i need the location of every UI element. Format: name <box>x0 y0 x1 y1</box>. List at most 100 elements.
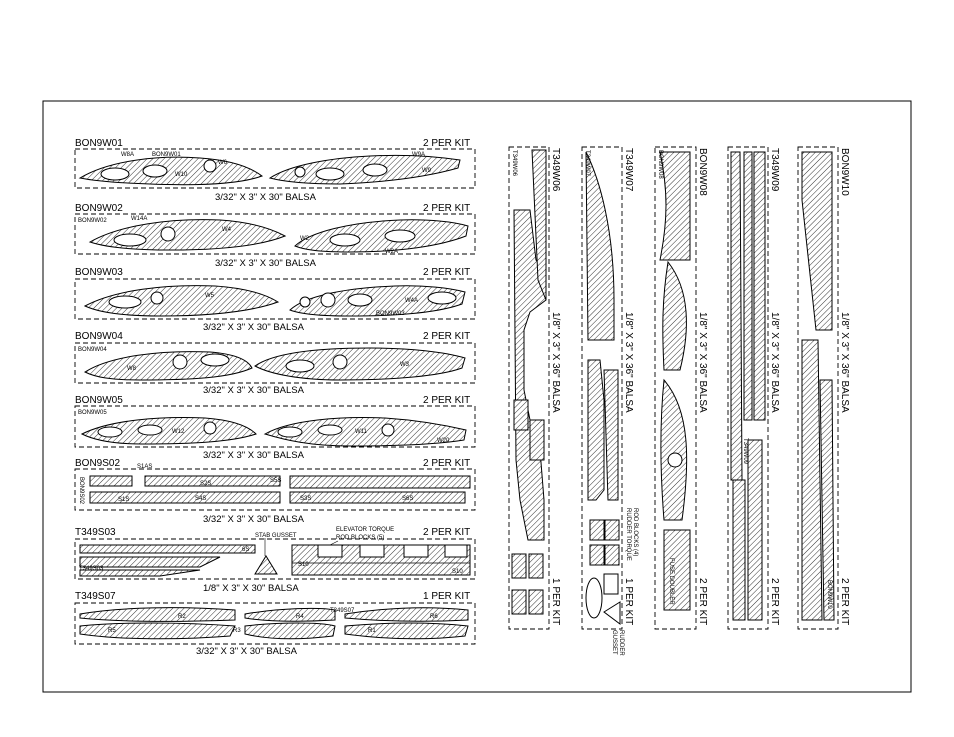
sheet-count: 2 PER KIT <box>423 138 470 149</box>
stab-rib-part <box>89 491 281 504</box>
part-tag: S5S <box>270 478 281 484</box>
spar-hole <box>320 292 336 308</box>
fuse-side-part <box>531 149 547 301</box>
lightening-hole <box>384 229 416 243</box>
fuse-block <box>529 419 545 461</box>
sheet-outline <box>74 602 476 645</box>
spar-hole <box>160 226 176 242</box>
part-tag: W5 <box>205 293 215 299</box>
sheet-t349s03: T349S03 2 PER KIT STAB GUSSET ELEVATOR T… <box>74 527 476 594</box>
sheet-material: 3/32" X 3" X 30" BALSA <box>203 514 305 525</box>
part-tag: W14A <box>131 216 147 222</box>
fuse-block <box>511 553 527 579</box>
sheet-bon9w02: BON9W02 2 PER KIT BON9W02 W14A W4 W2 W2A… <box>74 203 476 269</box>
strip-sub-id: T349W07 <box>584 150 590 177</box>
lightening-hole <box>137 424 163 436</box>
sheet-material: 3/32" X 3" X 30" BALSA <box>203 322 305 333</box>
lightening-hole <box>315 167 345 181</box>
stab-rib-part <box>289 491 466 504</box>
strip-id: T349W09 <box>769 148 780 192</box>
strip-id: T349W06 <box>550 148 561 192</box>
rudder-rib-part <box>344 622 469 640</box>
spar-part <box>801 151 833 331</box>
lightening-hole <box>142 164 168 178</box>
part-tag: S4S <box>195 496 206 502</box>
strip-t349w09: T349W09 1/8" X 3" X 36" BALSA 2 PER KIT … <box>727 146 780 630</box>
part-tag: R2 <box>178 614 186 620</box>
callout-text: ROD BLOCKS (5) <box>336 535 384 541</box>
part-tag: W2A <box>385 249 398 255</box>
wing-rib-part <box>83 285 280 317</box>
sheet-id: BON9W04 <box>75 331 123 342</box>
rudder-piece <box>603 573 619 595</box>
spar-hole <box>332 354 348 370</box>
stab-part <box>79 544 256 554</box>
lightening-hole <box>285 359 315 373</box>
wing-rib-part <box>88 219 287 251</box>
sheet-count: 2 PER KIT <box>423 331 470 342</box>
leader-line <box>329 540 339 546</box>
callout-text: FUSE DOUBLER <box>668 558 674 605</box>
wing-rib-part <box>83 351 253 381</box>
sheet-outline <box>74 468 476 511</box>
sheet-outline <box>74 342 476 384</box>
strip-outline <box>727 146 769 630</box>
strip-count: 1 PER KIT <box>623 578 634 625</box>
longeron-part <box>730 151 743 481</box>
torque-rod-block <box>589 519 605 541</box>
wing-rib-part <box>263 417 467 447</box>
torque-rod-block <box>317 544 343 558</box>
strip-material: 1/8" X 3" X 36" BALSA <box>839 312 850 413</box>
spar-hole <box>294 166 306 178</box>
sheet-bon9w05: BON9W05 2 PER KIT BON9W05 W12 W11 W20 3/… <box>74 395 476 461</box>
part-tag: 6S <box>242 547 249 553</box>
stab-gusset <box>254 555 278 575</box>
part-tag: BON9W01 <box>152 152 181 158</box>
part-tag: R3 <box>233 628 241 634</box>
spar-part <box>819 379 835 621</box>
rudder-piece <box>585 577 603 619</box>
longeron-part <box>743 151 753 421</box>
part-tag: BON9W04 <box>78 347 107 353</box>
sheet-count: 1 PER KIT <box>423 591 470 602</box>
stab-rib-part <box>289 475 471 489</box>
spar-hole <box>381 423 395 437</box>
strip-material: 1/8" X 3" X 36" BALSA <box>623 312 634 413</box>
part-tag: S3S <box>300 496 311 502</box>
sheet-id: BON9W01 <box>75 138 123 149</box>
callout-text: RUDDER TORQUE <box>625 508 631 561</box>
torque-rod-block <box>604 544 620 566</box>
part-tag: S2S <box>200 481 211 487</box>
strip-bon9w10: BON9W10 1/8" X 3" X 36" BALSA 2 PER KIT … <box>797 146 850 630</box>
torque-rod-block <box>589 544 605 566</box>
fuse-doubler-part <box>659 151 691 261</box>
part-tag: W8A <box>121 152 134 158</box>
part-tag: BON9W05 <box>78 410 107 416</box>
lightening-hole <box>362 163 388 177</box>
sheet-bon9w01: BON9W01 2 PER KIT W8A BON9W01 W6 W10 W9A… <box>74 138 476 203</box>
longeron-part <box>747 439 763 621</box>
part-tag: R6 <box>430 614 438 620</box>
part-tag: W8 <box>127 366 137 372</box>
spar-hole <box>203 421 217 435</box>
dowel-hole <box>667 452 683 468</box>
callout-text: ELEVATOR TORQUE <box>336 527 394 533</box>
strip-t349w07: T349W07 T349W07 1/8" X 3" X 36" BALSA 1 … <box>581 146 638 656</box>
strip-material: 1/8" X 3" X 36" BALSA <box>550 312 561 413</box>
strip-count: 2 PER KIT <box>697 578 708 625</box>
sheet-bon9s02: BON9S02 2 PER KIT S1AS BON9S02 S1S S2S S… <box>74 458 476 525</box>
lightening-hole <box>100 167 130 181</box>
sheet-id: BON9W05 <box>75 395 123 406</box>
sheet-material: 3/32" X 3" X 30" BALSA <box>215 258 317 269</box>
strip-count: 1 PER KIT <box>550 578 561 625</box>
part-tag: S1S <box>118 497 129 503</box>
torque-rod-block <box>403 544 429 558</box>
longeron-part <box>732 479 746 621</box>
sheet-outline <box>74 405 476 448</box>
part-tag: W9 <box>422 168 432 174</box>
rudder-part <box>587 359 605 501</box>
strip-material: 1/8" X 3" X 36" BALSA <box>769 312 780 413</box>
strip-material: 1/8" X 3" X 36" BALSA <box>697 312 708 413</box>
strip-sub-id: BON9W08 <box>657 150 663 179</box>
callout-text: GUSSET <box>611 630 617 655</box>
